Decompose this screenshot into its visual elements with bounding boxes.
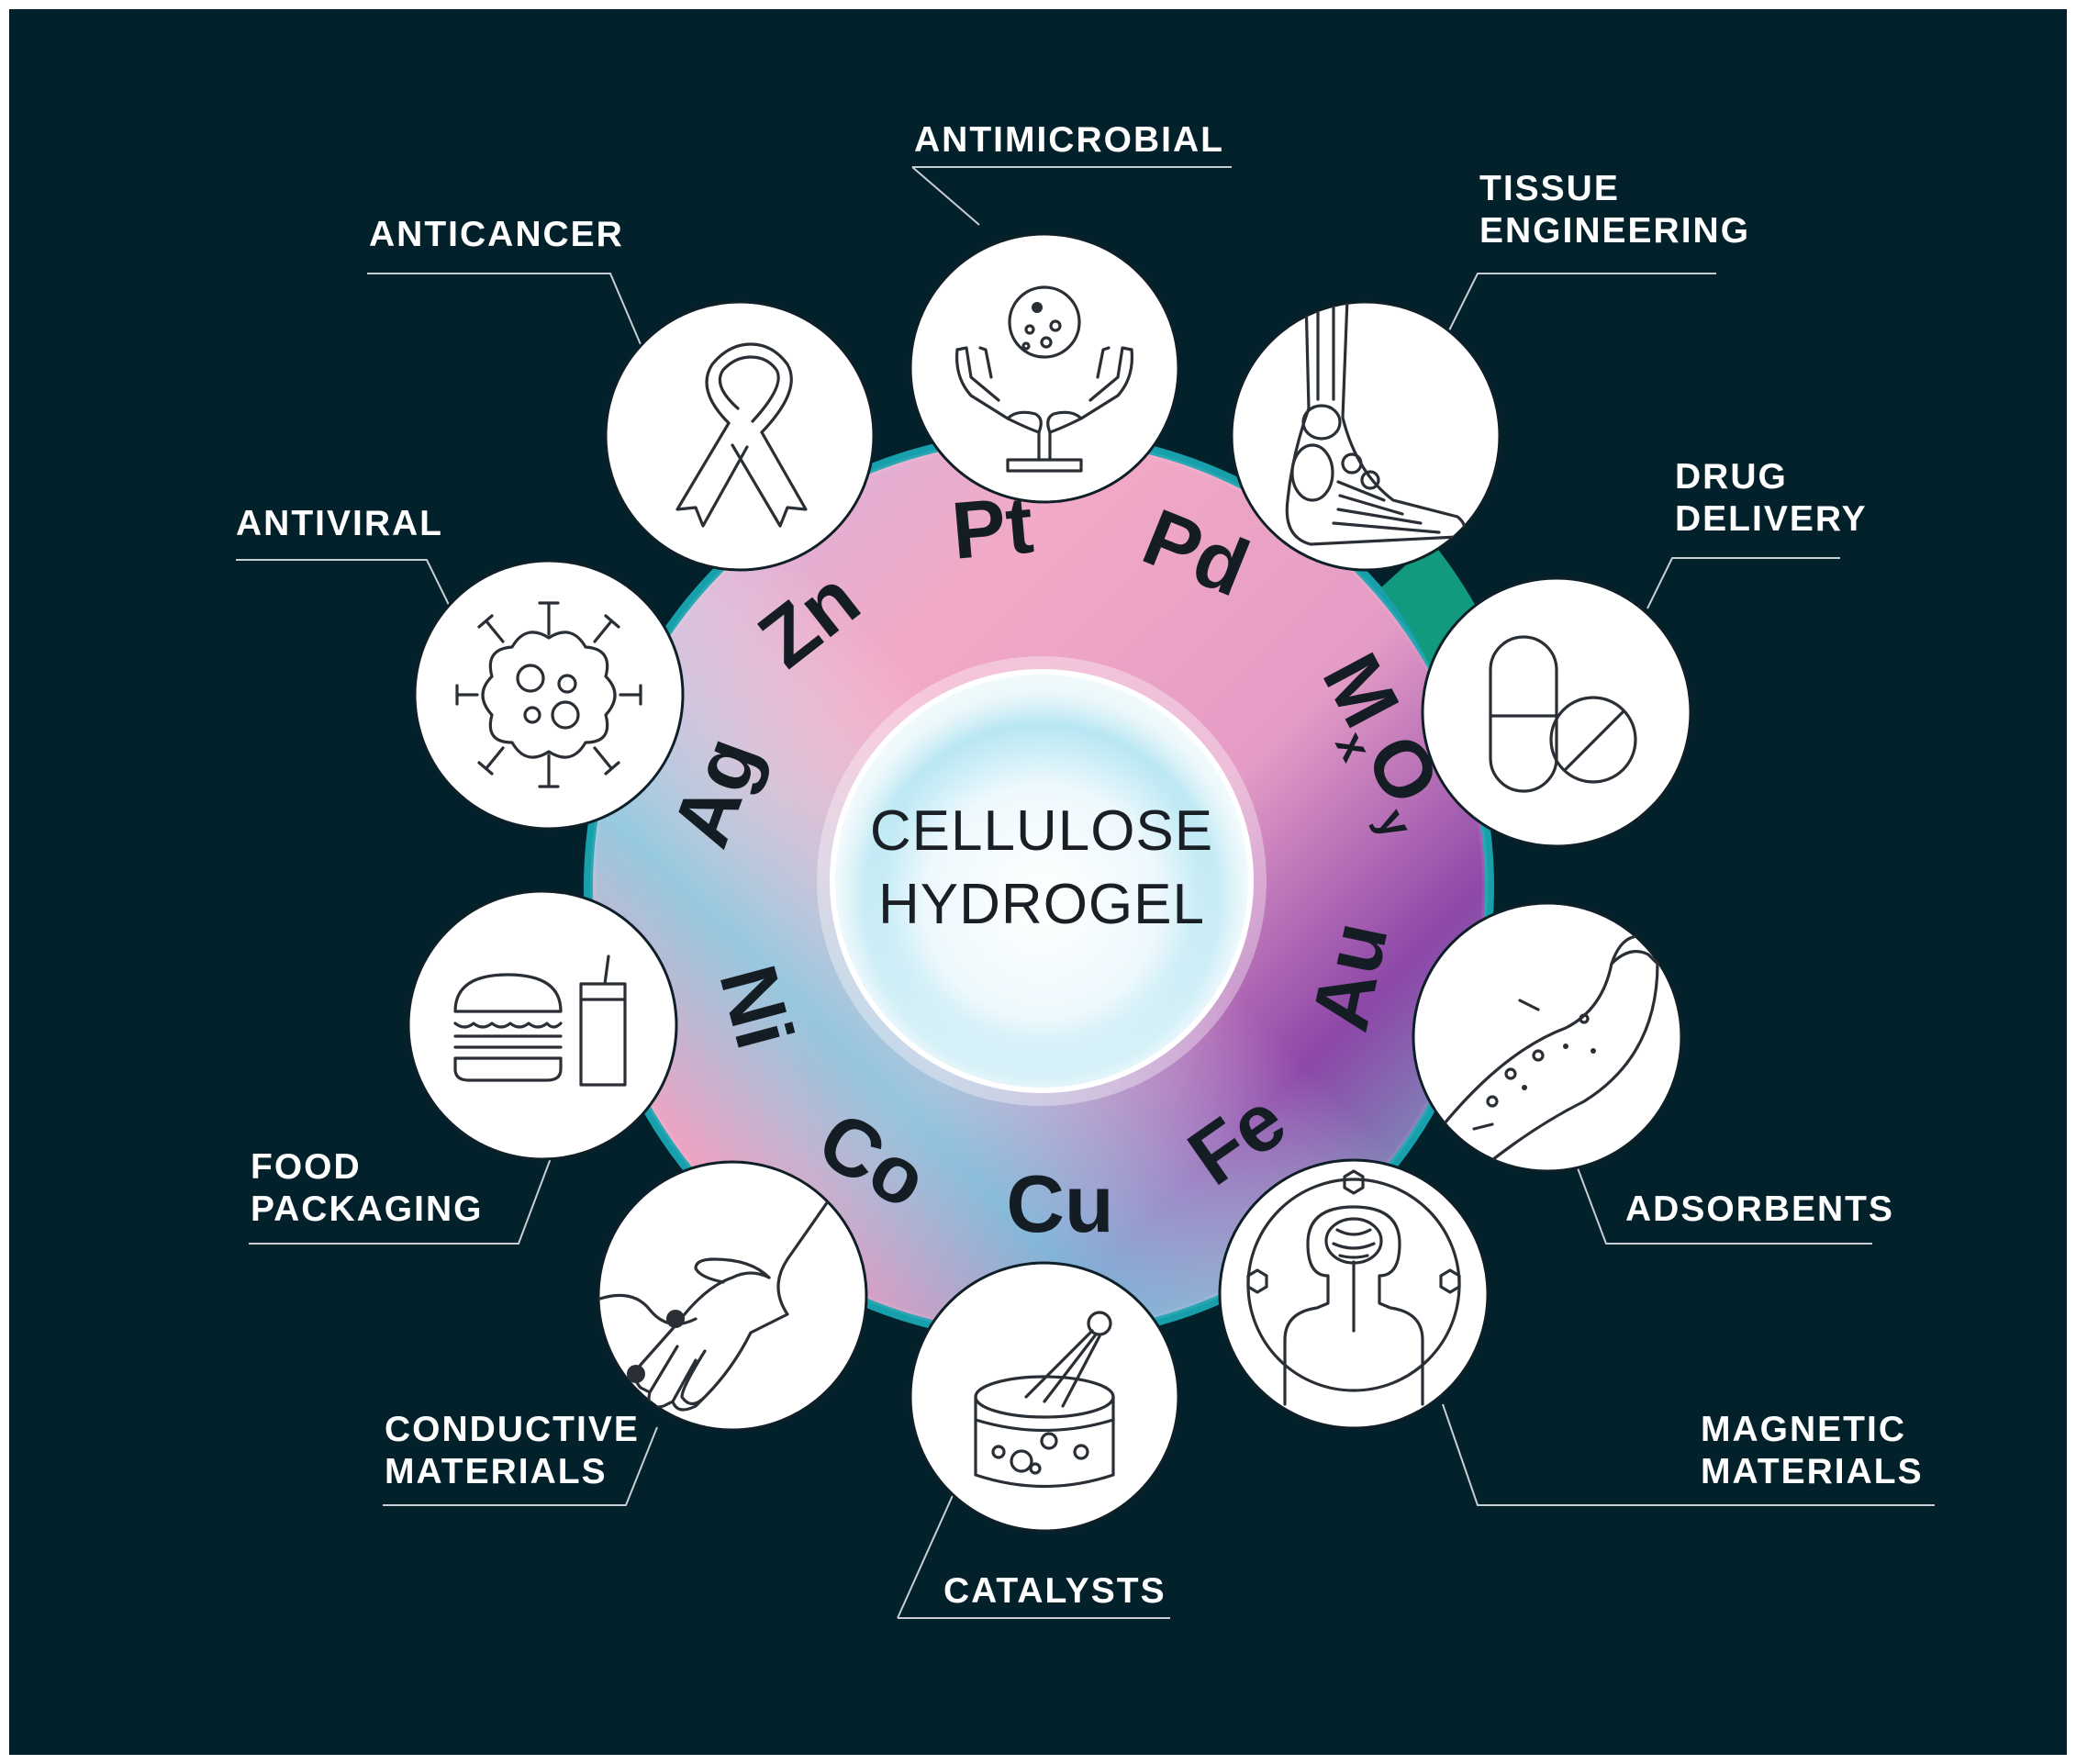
food-packaging-node bbox=[407, 889, 678, 1161]
anticancer-node bbox=[604, 300, 876, 572]
foot-bones-icon bbox=[1285, 302, 1467, 546]
label-antiviral: ANTIVIRAL bbox=[236, 504, 443, 543]
label-tissue-engineering-line1: TISSUE bbox=[1479, 169, 1620, 208]
reaction-beaker-icon bbox=[974, 1311, 1115, 1489]
capsule-and-tablet-icon bbox=[1489, 635, 1637, 793]
label-anticancer: ANTICANCER bbox=[369, 215, 624, 254]
hands-holding-cell-icon bbox=[954, 285, 1134, 473]
adsorbents-node bbox=[1412, 901, 1683, 1173]
metal-cu: Cu bbox=[1006, 1158, 1113, 1249]
label-adsorbents: ADSORBENTS bbox=[1625, 1189, 1894, 1229]
label-drug-delivery-line1: DRUG bbox=[1675, 457, 1788, 497]
mri-scanner-brain-icon bbox=[1246, 1169, 1461, 1406]
awareness-ribbon-icon bbox=[675, 342, 808, 528]
label-food-packaging-line2: PACKAGING bbox=[251, 1189, 483, 1229]
conductive-materials-node bbox=[597, 1160, 868, 1432]
magnetic-materials-node bbox=[1218, 1158, 1490, 1430]
leader-lines bbox=[236, 166, 1935, 1619]
label-food-packaging-line1: FOOD bbox=[251, 1147, 362, 1187]
label-catalysts: CATALYSTS bbox=[943, 1571, 1166, 1611]
virus-icon bbox=[455, 601, 642, 788]
label-conductive-materials-line2: MATERIALS bbox=[385, 1452, 608, 1491]
label-conductive-materials-line1: CONDUCTIVE bbox=[385, 1410, 640, 1449]
center-title-line1: CELLULOSE bbox=[870, 799, 1213, 863]
burger-and-drink-icon bbox=[453, 955, 627, 1087]
catalysts-node bbox=[909, 1261, 1180, 1533]
antiviral-node bbox=[413, 559, 685, 831]
label-drug-delivery-line2: DELIVERY bbox=[1675, 499, 1868, 539]
tissue-engineering-node bbox=[1230, 300, 1501, 572]
label-magnetic-materials-line2: MATERIALS bbox=[1701, 1452, 1924, 1491]
label-tissue-engineering-line2: ENGINEERING bbox=[1479, 211, 1750, 251]
label-magnetic-materials-line1: MAGNETIC bbox=[1701, 1410, 1906, 1449]
drug-delivery-node bbox=[1421, 576, 1692, 848]
hand-touch-icon bbox=[598, 1166, 854, 1412]
label-antimicrobial: ANTIMICROBIAL bbox=[914, 120, 1224, 160]
metal-au: Au bbox=[1294, 914, 1405, 1038]
center-title-line2: HYDROGEL bbox=[878, 873, 1205, 936]
antimicrobial-node bbox=[909, 232, 1180, 504]
